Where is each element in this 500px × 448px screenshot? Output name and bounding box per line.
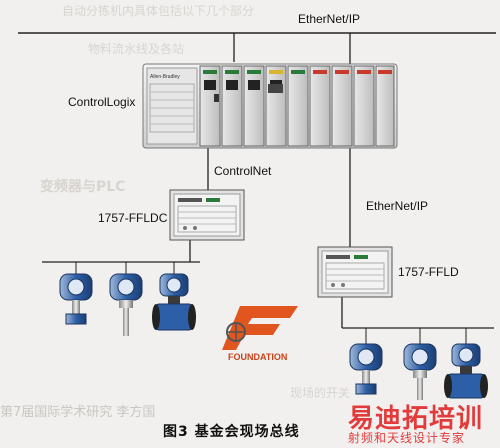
watermark-title: 易迪拓培训 [348, 404, 484, 434]
ethernet-ip-label-right: EtherNet/IP [366, 199, 429, 213]
ethernet-ip-label-top: EtherNet/IP [298, 12, 361, 26]
controllogix-label: ControlLogix [68, 95, 136, 109]
background-text-line: 自动分拣机内具体包括以下几个部分 [62, 4, 255, 18]
linking-device-left [169, 189, 245, 241]
flow-meter [444, 343, 488, 399]
controlnet-label: ControlNet [214, 164, 272, 178]
pressure-transmitter [349, 343, 383, 395]
foundation-logo [222, 306, 298, 350]
fflinking-label-right: 1757-FFLD [398, 265, 459, 279]
controllogix-chassis: Allen-Bradley [142, 63, 398, 149]
foundation-logo-text: FOUNDATION [228, 352, 288, 362]
fflinking-label-left: 1757-FFLDC [98, 211, 168, 225]
background-text-line: 物料流水线及各站 [88, 42, 185, 56]
background-text-line: 变频器与PLC [40, 179, 126, 195]
flow-meter [152, 273, 196, 331]
linking-device-right [317, 246, 393, 298]
level-transmitter [109, 273, 143, 336]
pressure-transmitter [59, 273, 93, 325]
svg-text:Allen-Bradley: Allen-Bradley [150, 74, 180, 80]
background-text-line: 现场的开关 [290, 386, 351, 400]
background-text-line: 第7届国际学术研究 李方国 [0, 405, 156, 420]
level-transmitter [403, 343, 437, 400]
figure-caption: 图3 基金会现场总线 [163, 424, 300, 440]
watermark-subtitle: 射频和天线设计专家 [348, 431, 466, 445]
